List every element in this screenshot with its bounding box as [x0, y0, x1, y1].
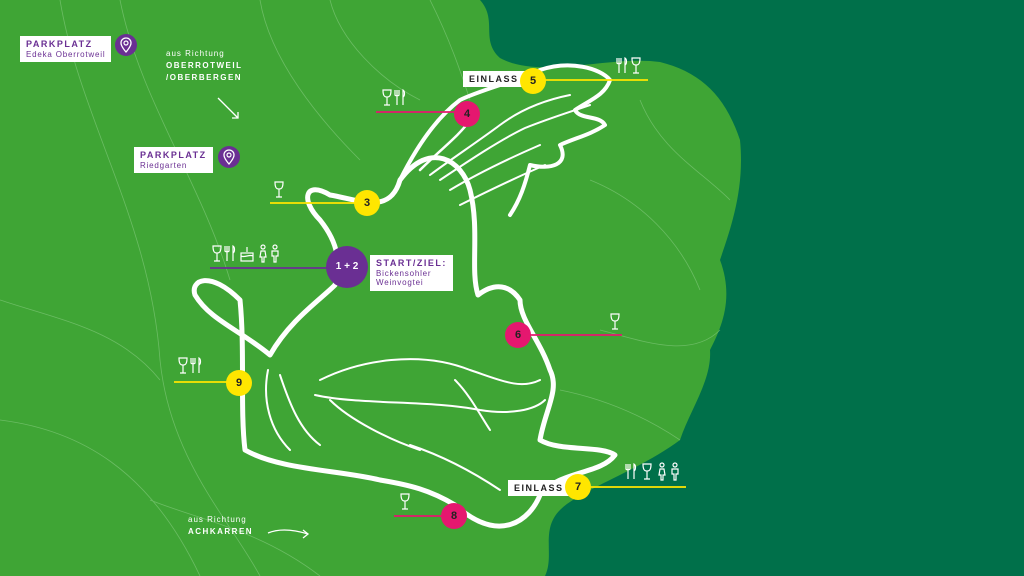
arrow-icon: [267, 529, 309, 535]
station-4-icons: [380, 88, 410, 108]
direction-prefix: aus Richtung: [166, 49, 225, 58]
start-icons: [210, 244, 284, 264]
parking-title: PARKPLATZ: [26, 39, 93, 49]
wine-glass-icon: [212, 245, 222, 262]
direction-place: OBERROTWEIL: [166, 61, 243, 70]
location-pin-icon[interactable]: [218, 146, 240, 168]
restroom-icon: [259, 244, 279, 263]
station-9-marker[interactable]: 9: [226, 370, 252, 396]
arrowhead-icon: [232, 112, 239, 119]
route-paths: [191, 63, 618, 529]
parking-label-riedgarten: PARKPLATZ Riedgarten: [134, 147, 213, 174]
start-label: START/ZIEL: Bickensohler Weinvogtei: [370, 255, 453, 291]
start-title: START/ZIEL:: [376, 258, 447, 268]
station-7-marker[interactable]: 7: [565, 474, 591, 500]
restroom-icon: [658, 462, 679, 481]
station-8-marker[interactable]: 8: [441, 503, 467, 529]
wine-glass-icon: [382, 89, 392, 106]
start-place: Bickensohler: [376, 268, 432, 278]
parking-name: Riedgarten: [140, 160, 188, 170]
fork-knife-icon: [224, 245, 236, 261]
station-7-icons: [624, 462, 686, 482]
direction-place: ACHKARREN: [188, 527, 254, 536]
location-pin-icon[interactable]: [115, 34, 137, 56]
station-start-marker[interactable]: 1 + 2: [326, 246, 368, 288]
fork-knife-icon: [394, 89, 406, 105]
fork-knife-icon: [625, 463, 637, 479]
wine-glass-icon: [610, 313, 620, 330]
direction-place: /OBERBERGEN: [166, 73, 243, 82]
station-8-icons: [398, 492, 412, 512]
station-3-icons: [272, 180, 286, 200]
parking-title: PARKPLATZ: [140, 150, 207, 160]
station-5-marker[interactable]: 5: [520, 68, 546, 94]
wine-glass-icon: [642, 463, 652, 480]
direction-prefix: aus Richtung: [188, 515, 247, 524]
station-5-icons: [615, 56, 647, 76]
einlass-label: EINLASS: [508, 480, 570, 496]
parking-name: Edeka Oberrotweil: [26, 49, 106, 59]
station-6-marker[interactable]: 6: [505, 322, 531, 348]
wine-glass-icon: [178, 357, 188, 374]
wine-glass-icon: [631, 57, 641, 74]
arrow-icon: [217, 97, 239, 119]
fork-knife-icon: [190, 357, 202, 373]
direction-label-achkarren: aus Richtung ACHKARREN: [188, 514, 253, 538]
wine-glass-icon: [274, 181, 284, 198]
parking-label-edeka: PARKPLATZ Edeka Oberrotweil: [20, 36, 112, 63]
station-4-marker[interactable]: 4: [454, 101, 480, 127]
arrowhead-icon: [302, 529, 310, 539]
direction-label-oberrotweil: aus Richtung OBERROTWEIL /OBERBERGEN: [166, 48, 243, 84]
station-9-icons: [176, 356, 206, 376]
station-6-icons: [608, 312, 622, 332]
einlass-label: EINLASS: [463, 71, 525, 87]
start-place: Weinvogtei: [376, 278, 424, 288]
fork-knife-icon: [616, 57, 628, 73]
cake-icon: [240, 247, 254, 262]
station-3-marker[interactable]: 3: [354, 190, 380, 216]
wine-glass-icon: [400, 493, 410, 510]
direction-arrows: [217, 97, 310, 539]
contour-lines: [0, 0, 731, 576]
